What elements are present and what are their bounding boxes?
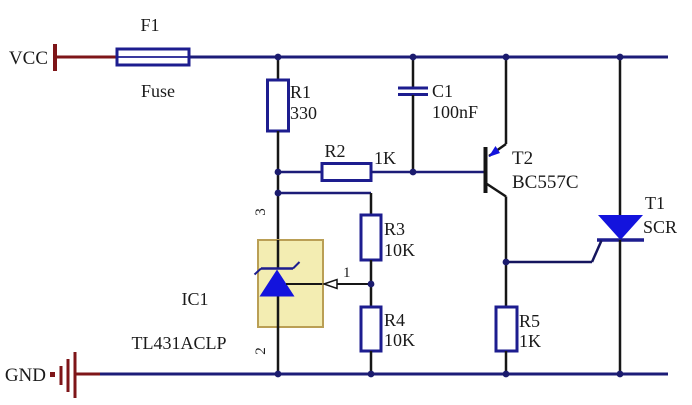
junction-dot xyxy=(502,370,510,378)
ic1-ref-label: IC1 xyxy=(182,289,209,309)
junction-dot xyxy=(616,370,624,378)
r1-value-label: 330 xyxy=(290,103,317,123)
junction-dot xyxy=(367,370,375,378)
resistor-r1 xyxy=(266,57,290,240)
junction-dot xyxy=(616,53,624,61)
t2-value-label: BC557C xyxy=(512,172,579,193)
t2-emitter-arrow xyxy=(488,146,500,157)
t2-ref-label: T2 xyxy=(512,148,533,169)
c1-ref-label: C1 xyxy=(432,81,453,101)
gnd-terminal-dot xyxy=(50,372,55,377)
t1-triangle xyxy=(598,215,643,240)
ic1-pin3-label: 3 xyxy=(253,208,269,216)
junction-dot xyxy=(274,370,282,378)
r4-body xyxy=(359,305,383,353)
gnd-label: GND xyxy=(5,365,46,386)
ic1-ref-arrow xyxy=(321,278,338,290)
r5-body xyxy=(494,305,519,353)
junction-dot xyxy=(502,53,510,61)
capacitor-c1 xyxy=(398,57,428,172)
resistor-r3 xyxy=(278,191,383,307)
junction-dots xyxy=(274,53,624,378)
ic1-pin2-label: 2 xyxy=(253,347,269,355)
f1-value-label: Fuse xyxy=(141,81,175,101)
transistor-t2 xyxy=(483,57,508,262)
ic1-pin1-label: 1 xyxy=(343,265,351,281)
junction-dot xyxy=(409,53,417,61)
r2-body xyxy=(320,162,373,182)
top-rail xyxy=(53,44,668,71)
r5-value-label: 1K xyxy=(519,331,541,351)
r5-ref-label: R5 xyxy=(519,311,540,331)
ic1-tl431 xyxy=(253,239,371,374)
ic1-value-label: TL431ACLP xyxy=(131,333,226,353)
f1-ref-label: F1 xyxy=(140,15,159,35)
junction-dot xyxy=(502,258,510,266)
junction-dot xyxy=(367,280,375,288)
junction-dot xyxy=(274,189,282,197)
r4-ref-label: R4 xyxy=(384,310,405,330)
r3-body xyxy=(359,213,383,262)
resistor-r5 xyxy=(494,262,519,374)
junction-dot xyxy=(274,53,282,61)
resistor-r4 xyxy=(359,305,383,374)
r3-ref-label: R3 xyxy=(384,219,405,239)
r3-value-label: 10K xyxy=(384,240,415,260)
t1-value-label: SCR xyxy=(643,217,677,237)
t1-ref-label: T1 xyxy=(645,193,665,213)
scr-t1 xyxy=(506,57,644,374)
c1-value-label: 100nF xyxy=(432,102,478,122)
resistor-r2 xyxy=(278,162,484,182)
vcc-label: VCC xyxy=(9,48,48,69)
r1-body xyxy=(266,78,290,133)
fuse-f1 xyxy=(115,47,191,67)
ic1-zener-triangle xyxy=(259,269,295,297)
junction-dot xyxy=(274,168,282,176)
r2-value-label: 1K xyxy=(374,148,396,168)
r2-ref-label: R2 xyxy=(324,141,345,161)
r4-value-label: 10K xyxy=(384,330,415,350)
r1-ref-label: R1 xyxy=(290,82,311,102)
junction-dot xyxy=(409,168,417,176)
bottom-rail xyxy=(50,352,668,398)
t1-gate-diagonal xyxy=(590,239,603,263)
